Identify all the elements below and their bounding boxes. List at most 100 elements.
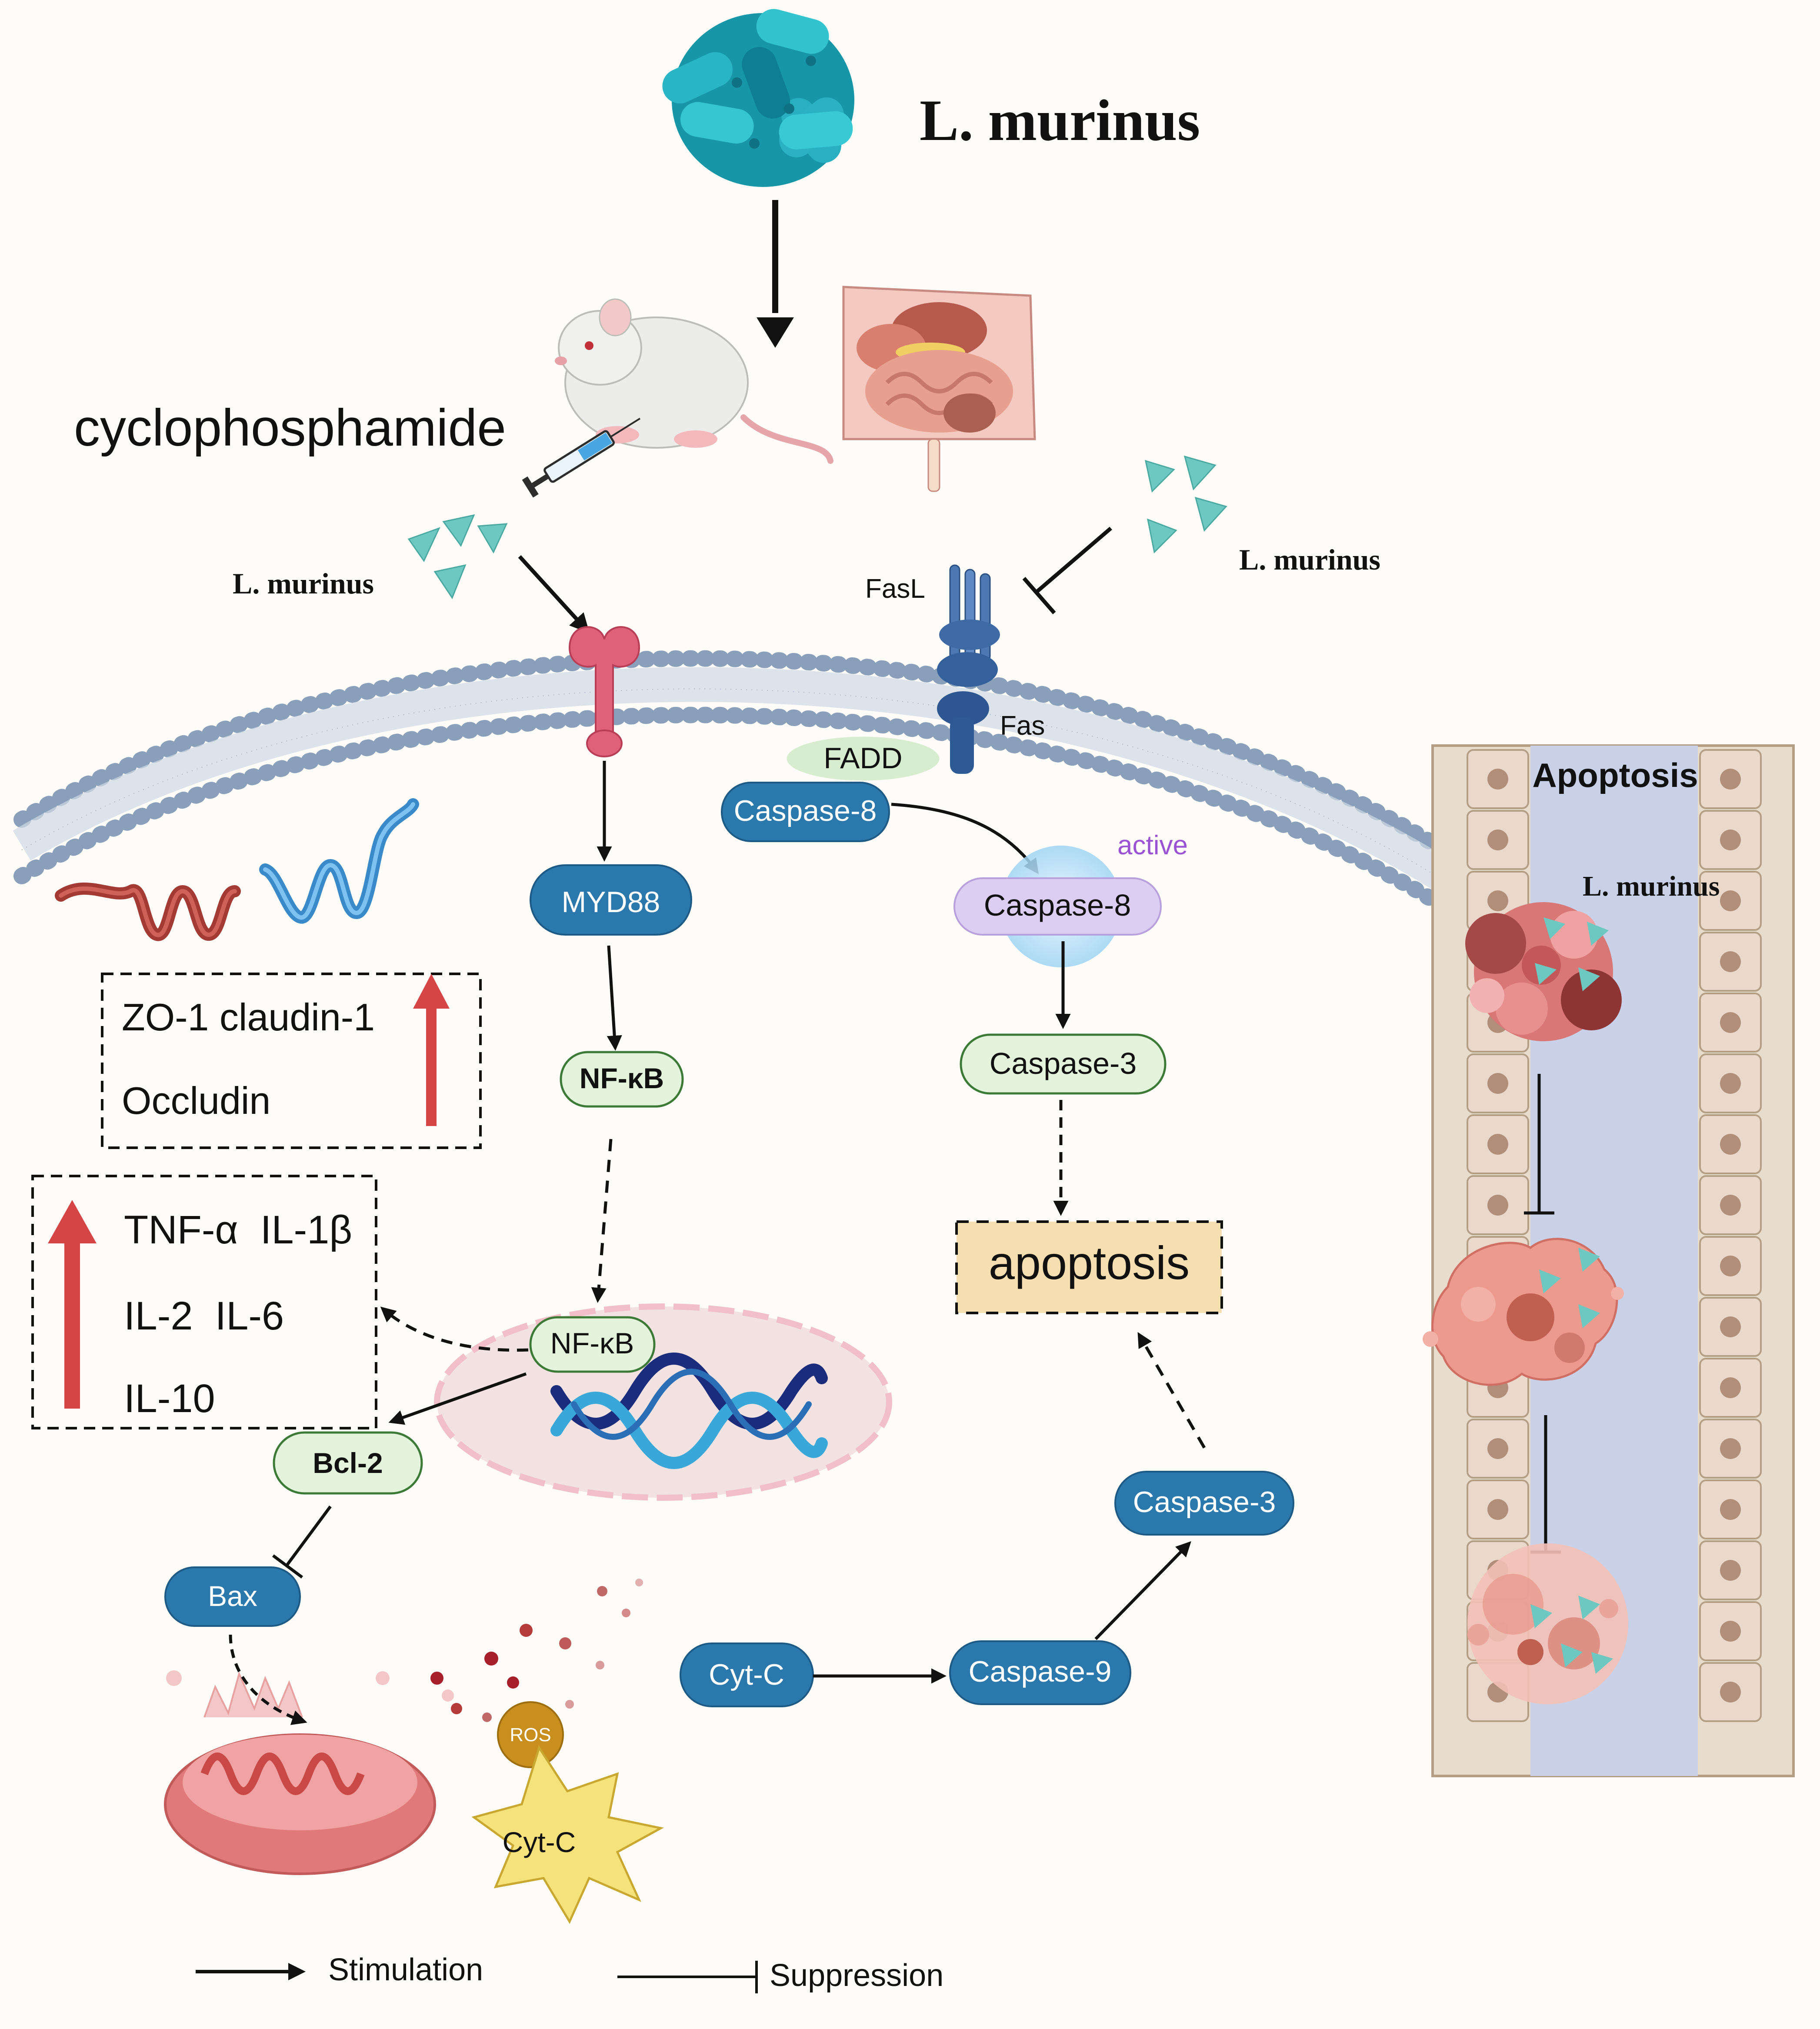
legend-suppression-label: Suppression xyxy=(770,1958,943,1993)
tlr-receptor-icon xyxy=(568,626,640,757)
title: L. murinus xyxy=(920,88,1200,153)
cell-nucleus xyxy=(1487,1438,1508,1459)
suppression-bcl2-to-bax xyxy=(272,1505,332,1579)
intestine-anatomy-icon xyxy=(842,286,1036,492)
apoptotic-cell-stage-3-icon xyxy=(1467,1543,1628,1704)
cell-nucleus xyxy=(1487,769,1508,790)
cell-nucleus xyxy=(1720,1195,1741,1216)
bax-node xyxy=(164,1566,301,1627)
bcl2-node xyxy=(273,1431,423,1495)
bacteria-particles-left-icon xyxy=(407,514,508,600)
cell-nucleus xyxy=(1720,890,1741,911)
up-arrow-cytokine-icon xyxy=(48,1200,97,1409)
fas-receptor-icon xyxy=(937,564,1000,774)
arrow-caspase3-to-apoptosis xyxy=(1137,1332,1206,1449)
cytc-star-icon xyxy=(471,1745,664,1924)
arrow-nucleus-to-bcl2 xyxy=(388,1372,527,1425)
fadd-node xyxy=(787,736,940,781)
caspase8-active-node xyxy=(953,877,1162,936)
caspase3-top-node xyxy=(960,1033,1167,1095)
myd88-label: MYD88 xyxy=(562,886,660,919)
apoptosis-box xyxy=(955,1220,1223,1314)
legend-stimulation-label: Stimulation xyxy=(328,1952,483,1987)
cell-nucleus xyxy=(1720,1621,1741,1642)
arrow-bacteria-to-receptor xyxy=(518,555,590,633)
arrow-bacteria-to-mouse xyxy=(757,200,794,348)
cell-nucleus xyxy=(1720,769,1741,790)
fasl-label: FasL xyxy=(865,574,925,604)
cell-nucleus xyxy=(1720,951,1741,972)
caspase8-active-label: Caspase-8 xyxy=(984,888,1131,922)
caspase9-label: Caspase-9 xyxy=(969,1655,1112,1688)
cell-nucleus xyxy=(1487,1499,1508,1520)
dna-icon xyxy=(550,1353,828,1469)
active-label: active xyxy=(1117,830,1188,860)
caspase3-bottom-node xyxy=(1114,1471,1294,1536)
cell-nucleus xyxy=(1720,830,1741,850)
caspase8-node xyxy=(721,782,890,842)
cell-nucleus xyxy=(1720,1316,1741,1337)
nfkb-node-2 xyxy=(529,1316,656,1373)
fas-label: Fas xyxy=(1000,711,1045,741)
myd88-node xyxy=(530,864,692,936)
cell-nucleus xyxy=(1720,1377,1741,1398)
arrow-nfkb-to-nucleus xyxy=(591,1139,613,1303)
bacteria-label-right: L. murinus xyxy=(1239,543,1380,576)
treatment-label: cyclophosphamide xyxy=(74,399,506,457)
apoptotic-cell-stage-1-icon xyxy=(1465,902,1622,1041)
cell-nucleus xyxy=(1487,1134,1508,1155)
cytokine-box xyxy=(31,1175,377,1429)
cell-nucleus xyxy=(1720,1560,1741,1581)
cell-nucleus xyxy=(1720,1256,1741,1276)
cell-nucleus xyxy=(1720,1499,1741,1520)
cytokine-line2: IL-2 IL-6 xyxy=(124,1294,284,1338)
legend: Stimulation Suppression xyxy=(196,1952,943,1993)
bacteria-particles-right-icon xyxy=(1144,455,1227,554)
nucleus xyxy=(434,1303,892,1501)
cell-nucleus xyxy=(1720,1012,1741,1033)
bacteria-cluster-icon xyxy=(662,9,854,187)
tight-junction-line1: ZO-1 claudin-1 xyxy=(122,996,375,1039)
nfkb-label-2: NF-κB xyxy=(550,1327,634,1360)
tight-junction-protein-icon xyxy=(55,798,419,941)
tight-junction-line2: Occludin xyxy=(122,1079,270,1122)
cell-nucleus xyxy=(1720,1134,1741,1155)
cytc-star-label: Cyt-C xyxy=(503,1826,576,1858)
bax-label: Bax xyxy=(208,1580,257,1612)
caspase8-label: Caspase-8 xyxy=(734,794,877,827)
suppression-bar-to-fasl xyxy=(1022,526,1112,614)
cell-nucleus xyxy=(1720,1073,1741,1094)
cytokine-line1: TNF-α IL-1β xyxy=(124,1208,352,1252)
nfkb-node-1 xyxy=(560,1051,684,1108)
caspase9-node xyxy=(949,1640,1131,1705)
epithelium-title: Apoptosis xyxy=(1532,756,1698,794)
up-arrow-tight-junction-icon xyxy=(413,974,450,1126)
fadd-label: FADD xyxy=(823,742,902,775)
bacteria-label-epithelium: L. murinus xyxy=(1583,870,1720,902)
caspase3-bottom-label: Caspase-3 xyxy=(1133,1486,1276,1519)
arrow-nfkb-to-cytokines xyxy=(380,1306,529,1352)
arrow-caspase9-to-caspase3 xyxy=(1094,1541,1191,1640)
cell-nucleus xyxy=(1487,1195,1508,1216)
apoptotic-cell-stage-2-icon xyxy=(1423,1238,1624,1386)
cell-nucleus xyxy=(1487,830,1508,850)
bacteria-label-left: L. murinus xyxy=(233,567,374,600)
cell-nucleus xyxy=(1487,890,1508,911)
suppression-stage-1 xyxy=(1524,1074,1554,1215)
cell-membrane xyxy=(13,650,1453,915)
cell-nucleus xyxy=(1720,1438,1741,1459)
nfkb-label-1: NF-κB xyxy=(580,1062,664,1094)
caspase3-top-label: Caspase-3 xyxy=(990,1046,1137,1080)
syringe-icon xyxy=(522,417,641,498)
ros-node xyxy=(497,1701,564,1768)
cytc-node-label: Cyt-C xyxy=(709,1658,784,1691)
arrow-caspase8-to-active xyxy=(891,803,1039,874)
apoptosis-label: apoptosis xyxy=(989,1236,1190,1289)
ros-label: ROS xyxy=(510,1724,551,1746)
mitochondria-icon xyxy=(164,1670,454,1875)
tight-junction-box xyxy=(101,973,482,1149)
released-particles xyxy=(430,1579,643,1722)
cell-nucleus xyxy=(1720,1682,1741,1702)
cytokine-line3: IL-10 xyxy=(124,1376,215,1421)
